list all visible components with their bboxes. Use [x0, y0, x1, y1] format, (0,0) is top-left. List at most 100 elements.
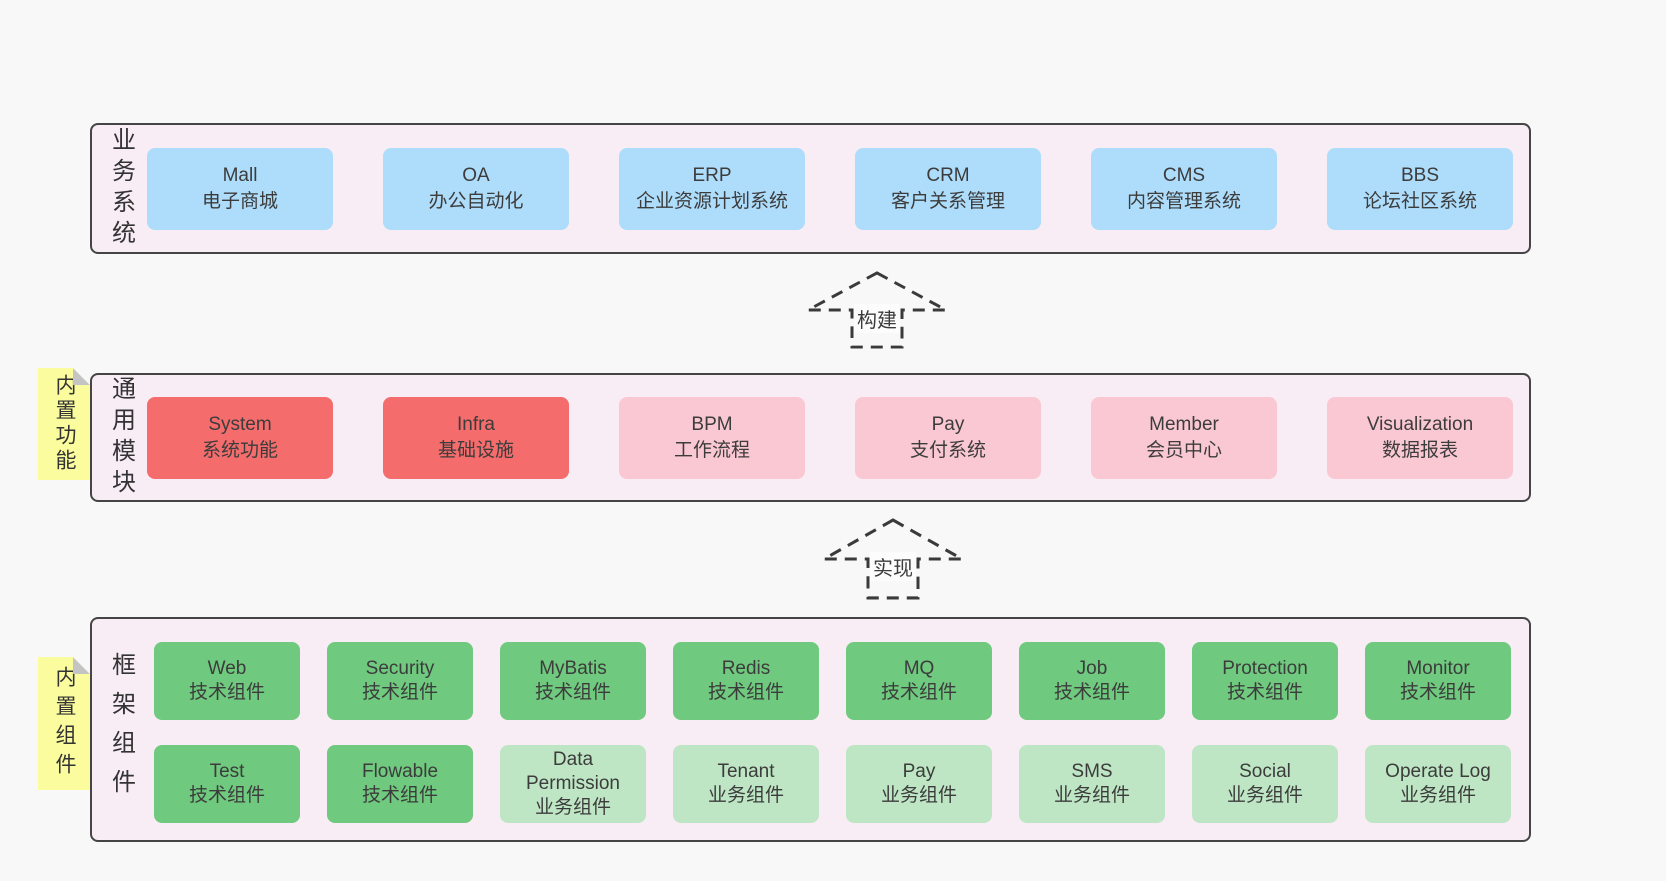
module-desc: 数据报表: [1381, 439, 1458, 461]
box-erp: ERP 企业资源计划系统: [619, 147, 805, 230]
box-web: Web 技术组件: [154, 642, 300, 720]
framework-row-1: Web 技术组件 Security 技术组件 MyBatis 技术组件 Redi…: [154, 642, 1511, 720]
module-desc: 业务组件: [1399, 785, 1476, 806]
module-name: System: [208, 413, 272, 435]
module-desc: 会员中心: [1145, 439, 1222, 461]
module-desc: 技术组件: [188, 682, 265, 703]
module-name: Social: [1239, 761, 1291, 782]
dashed-up-arrow-icon: [823, 518, 963, 600]
module-name: SMS: [1071, 761, 1113, 782]
module-desc: 业务组件: [880, 785, 957, 806]
module-desc: 技术组件: [880, 682, 957, 703]
framework-row-2: Test 技术组件 Flowable 技术组件 Data Permission …: [154, 745, 1511, 823]
module-name: Test: [209, 761, 245, 782]
module-name: Web: [207, 658, 247, 679]
module-desc: 内容管理系统: [1126, 190, 1241, 212]
box-visualization: Visualization 数据报表: [1327, 396, 1513, 479]
module-name: Infra: [456, 413, 496, 435]
arrow-label: 构建: [854, 303, 900, 333]
section-label-common: 通用模块: [107, 375, 135, 500]
business-boxes-row: Mall 电子商城 OA 办公自动化 ERP 企业资源计划系统 CRM 客户关系…: [147, 125, 1513, 252]
module-desc: 客户关系管理: [890, 190, 1005, 212]
module-desc: 技术组件: [707, 682, 784, 703]
module-desc: 工作流程: [673, 439, 750, 461]
module-name: Operate Log: [1385, 761, 1491, 782]
module-name: Protection: [1222, 658, 1308, 679]
module-name: Mall: [222, 164, 258, 186]
box-security: Security 技术组件: [327, 642, 473, 720]
box-redis: Redis 技术组件: [673, 642, 819, 720]
box-bpm: BPM 工作流程: [619, 396, 805, 479]
box-pay-business: Pay 业务组件: [846, 745, 992, 823]
module-name: Pay: [931, 413, 965, 435]
business-systems-panel: 业务系统 Mall 电子商城 OA 办公自动化 ERP 企业资源计划系统 CRM…: [90, 123, 1531, 254]
box-data-permission: Data Permission 业务组件: [500, 745, 646, 823]
module-desc: 技术组件: [1226, 682, 1303, 703]
module-desc: 技术组件: [361, 682, 438, 703]
module-desc: 技术组件: [1053, 682, 1130, 703]
module-name: Job: [1076, 658, 1108, 679]
box-infra: Infra 基础设施: [383, 396, 569, 479]
module-name: Redis: [721, 658, 771, 679]
common-modules-panel: 通用模块 System 系统功能 Infra 基础设施 BPM 工作流程 Pay…: [90, 373, 1531, 502]
box-operate-log: Operate Log 业务组件: [1365, 745, 1511, 823]
module-desc: 基础设施: [437, 439, 514, 461]
module-name: Security: [365, 658, 435, 679]
module-desc: 技术组件: [188, 785, 265, 806]
box-flowable: Flowable 技术组件: [327, 745, 473, 823]
box-social: Social 业务组件: [1192, 745, 1338, 823]
box-job: Job 技术组件: [1019, 642, 1165, 720]
dashed-up-arrow-icon: [807, 271, 947, 349]
note-builtin-components: 内置组件: [38, 657, 90, 790]
box-oa: OA 办公自动化: [383, 147, 569, 230]
common-boxes-row: System 系统功能 Infra 基础设施 BPM 工作流程 Pay 支付系统…: [147, 375, 1513, 500]
box-bbs: BBS 论坛社区系统: [1327, 147, 1513, 230]
module-desc: 业务组件: [1226, 785, 1303, 806]
module-desc: 论坛社区系统: [1362, 190, 1477, 212]
framework-components-panel: 框架组件 Web 技术组件 Security 技术组件 MyBatis 技术组件…: [90, 617, 1531, 842]
module-name: CRM: [926, 164, 970, 186]
module-desc: 业务组件: [1053, 785, 1130, 806]
module-desc: 业务组件: [534, 797, 611, 818]
box-test: Test 技术组件: [154, 745, 300, 823]
module-name: BPM: [691, 413, 733, 435]
implement-arrow: 实现: [821, 518, 965, 600]
box-pay: Pay 支付系统: [855, 396, 1041, 479]
module-name: Visualization: [1366, 413, 1474, 435]
box-cms: CMS 内容管理系统: [1091, 147, 1277, 230]
module-name: BBS: [1400, 164, 1440, 186]
section-label-business: 业务系统: [107, 126, 135, 251]
folded-corner-icon: [73, 368, 90, 385]
module-name: Data Permission: [526, 749, 620, 794]
module-desc: 业务组件: [707, 785, 784, 806]
module-desc: 技术组件: [534, 682, 611, 703]
module-name: Tenant: [717, 761, 775, 782]
note-builtin-features: 内置功能: [38, 368, 90, 480]
module-desc: 系统功能: [201, 439, 278, 461]
note-text: 内置组件: [53, 665, 76, 782]
module-name: Member: [1149, 413, 1219, 435]
module-name: MQ: [903, 658, 935, 679]
module-name: Monitor: [1406, 658, 1470, 679]
box-member: Member 会员中心: [1091, 396, 1277, 479]
note-text: 内置功能: [53, 374, 76, 474]
module-desc: 技术组件: [1399, 682, 1476, 703]
module-name: Pay: [902, 761, 936, 782]
module-desc: 技术组件: [361, 785, 438, 806]
module-desc: 企业资源计划系统: [635, 190, 788, 212]
box-tenant: Tenant 业务组件: [673, 745, 819, 823]
box-monitor: Monitor 技术组件: [1365, 642, 1511, 720]
box-mall: Mall 电子商城: [147, 147, 333, 230]
box-system: System 系统功能: [147, 396, 333, 479]
module-desc: 办公自动化: [428, 190, 524, 212]
section-label-framework: 框架组件: [107, 651, 135, 808]
module-desc: 支付系统: [909, 439, 986, 461]
build-arrow: 构建: [805, 271, 949, 349]
module-name: OA: [462, 164, 490, 186]
folded-corner-icon: [73, 657, 90, 674]
box-protection: Protection 技术组件: [1192, 642, 1338, 720]
module-name: ERP: [692, 164, 732, 186]
box-crm: CRM 客户关系管理: [855, 147, 1041, 230]
module-name: CMS: [1162, 164, 1206, 186]
